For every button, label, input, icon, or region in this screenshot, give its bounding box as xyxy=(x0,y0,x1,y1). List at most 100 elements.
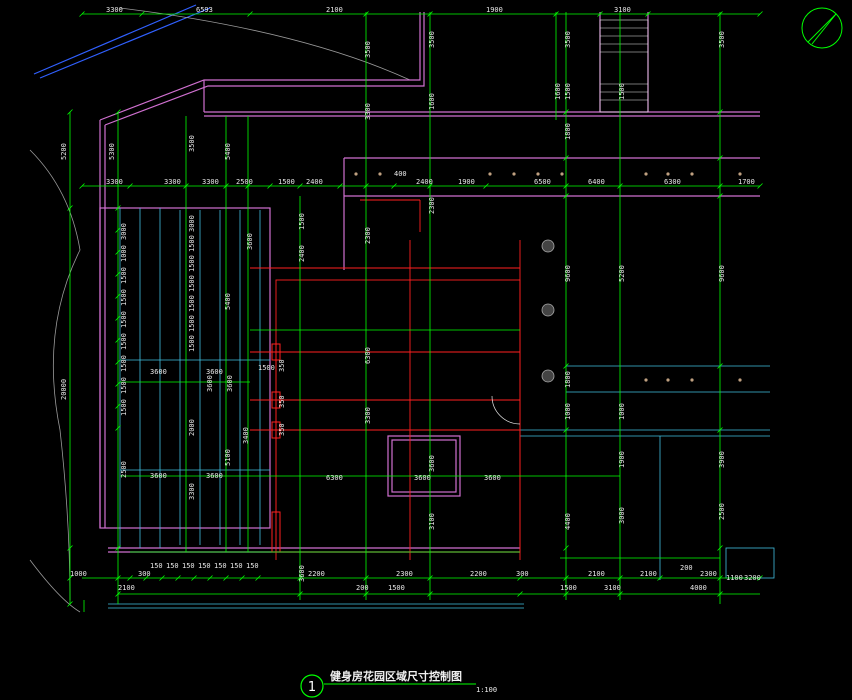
dim-label: 2400 xyxy=(416,178,433,186)
staircase xyxy=(599,19,649,113)
dim-label: 400 xyxy=(394,170,407,178)
dim-label: 1500 xyxy=(188,315,196,332)
garden-room-outline xyxy=(99,207,271,529)
dim-label: 1900 xyxy=(458,178,475,186)
dim-tick xyxy=(67,601,73,607)
light-dot xyxy=(738,378,742,382)
light-dot xyxy=(666,378,670,382)
dim-tick xyxy=(517,575,523,581)
dim-tick xyxy=(563,575,569,581)
dim-label: 3900 xyxy=(718,451,726,468)
dim-tick xyxy=(67,545,73,551)
dim-tick xyxy=(717,575,723,581)
dim-tick xyxy=(337,183,343,189)
dim-tick xyxy=(563,545,569,551)
dim-tick xyxy=(115,315,121,321)
dim-label: 2500 xyxy=(718,503,726,520)
column-block xyxy=(271,391,281,409)
light-dot xyxy=(690,378,694,382)
dim-tick xyxy=(483,183,489,189)
dim-tick xyxy=(79,183,85,189)
dim-label: 300 xyxy=(516,570,529,578)
door-swing xyxy=(491,395,521,425)
dim-tick xyxy=(67,205,73,211)
dim-label: 2300 xyxy=(364,227,372,244)
light-dot xyxy=(644,172,648,176)
light-dot xyxy=(512,172,516,176)
dim-label: 2000 xyxy=(188,419,196,436)
dim-label: 6400 xyxy=(588,178,605,186)
dim-tick xyxy=(255,575,261,581)
dim-label: 1500 xyxy=(560,584,577,592)
dim-tick xyxy=(717,591,723,597)
dim-label: 3300 xyxy=(202,178,219,186)
dim-tick xyxy=(115,337,121,343)
dim-label: 1000 xyxy=(564,403,572,420)
dim-label: 1000 xyxy=(70,570,87,578)
dim-label: 2400 xyxy=(306,178,323,186)
dim-label: 3600 xyxy=(150,472,167,480)
dimension-ticks xyxy=(67,11,763,607)
dim-tick xyxy=(245,183,251,189)
detail-number: 1 xyxy=(308,680,316,695)
dim-tick xyxy=(115,575,121,581)
dim-tick xyxy=(717,363,723,369)
stair-outline xyxy=(599,19,649,113)
dim-tick xyxy=(115,359,121,365)
road-curve xyxy=(29,149,81,601)
dim-label: 6300 xyxy=(326,474,343,482)
dim-label: 6593 xyxy=(196,6,213,14)
dim-label: 150 xyxy=(230,562,243,570)
dim-tick xyxy=(363,591,369,597)
dim-label: 150 xyxy=(182,562,195,570)
dim-tick xyxy=(563,591,569,597)
dim-tick xyxy=(115,227,121,233)
dim-tick xyxy=(67,109,73,115)
dim-tick xyxy=(297,575,303,581)
dim-label: 150 xyxy=(198,562,211,570)
dim-label: 3600 xyxy=(428,455,436,472)
dim-label: 3500 xyxy=(364,41,372,58)
dim-tick xyxy=(115,293,121,299)
dim-label: 3300 xyxy=(364,103,372,120)
dim-tick xyxy=(717,109,723,115)
boundary-line xyxy=(33,4,197,75)
dim-tick xyxy=(757,11,763,17)
dim-labels-bottom: 1000 2100 300 150 150 150 150 150 150 15… xyxy=(70,562,761,592)
dim-label: 3200 xyxy=(744,574,761,582)
column-block xyxy=(271,421,281,439)
dim-tick xyxy=(757,575,763,581)
dim-label: 4400 xyxy=(564,513,572,530)
light-dot xyxy=(690,172,694,176)
dim-label: 2200 xyxy=(308,570,325,578)
dim-label: 5200 xyxy=(618,265,626,282)
dim-label: 1500 xyxy=(298,213,306,230)
dim-label: 1500 xyxy=(120,399,128,416)
dim-label: 150 xyxy=(150,562,163,570)
dim-label: 1500 xyxy=(564,83,572,100)
dim-label: 1000 xyxy=(120,245,128,262)
dim-label: 2200 xyxy=(470,570,487,578)
dim-label: 1500 xyxy=(120,355,128,372)
dim-label: 3400 xyxy=(242,427,250,444)
dim-tick xyxy=(67,575,73,581)
dim-label: 1500 xyxy=(120,377,128,394)
dim-tick xyxy=(597,11,603,17)
dim-tick xyxy=(427,575,433,581)
dim-tick xyxy=(657,575,663,581)
dim-tick xyxy=(427,183,433,189)
dim-tick xyxy=(191,575,197,581)
dim-label: 150 xyxy=(246,562,259,570)
dim-label: 2100 xyxy=(588,570,605,578)
dim-labels-top: 3300 6593 2100 1900 3100 xyxy=(106,6,631,14)
dim-label: 9600 xyxy=(718,265,726,282)
dim-label: 2300 xyxy=(700,570,717,578)
dim-tick xyxy=(267,183,273,189)
dim-label: 2300 xyxy=(396,570,413,578)
dim-tick xyxy=(115,381,121,387)
dim-label: 3600 xyxy=(206,368,223,376)
dim-tick xyxy=(553,11,559,17)
light-dot xyxy=(488,172,492,176)
dim-tick xyxy=(115,249,121,255)
